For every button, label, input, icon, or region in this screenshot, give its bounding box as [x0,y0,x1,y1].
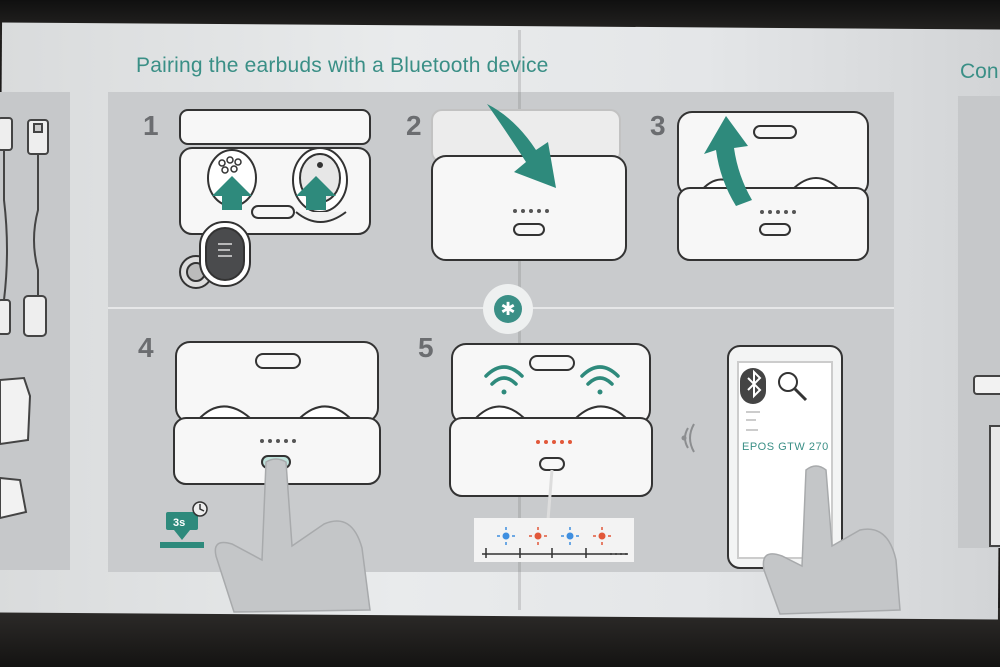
usb-cable-illustration [0,117,49,520]
led-blue-1 [497,527,515,545]
phone-device-name: EPOS GTW 270 [742,441,829,453]
next-section-title: Con [960,60,999,83]
hold-time-label: 3s [173,517,186,529]
led-red-2 [593,527,611,545]
pressing-hand [214,458,371,613]
led-sequence-strip [474,518,634,562]
wifi-signal-icon [484,365,620,395]
step2-illustration [431,109,627,261]
step-number-1: 1 [143,110,159,141]
led-red-1 [529,527,547,545]
arrow-up-icon [704,116,752,206]
tapping-hand [762,465,901,615]
step-number-5: 5 [418,332,434,363]
hold-timer [160,512,204,548]
next-panel-dongle [973,375,1000,547]
step1-illustration [179,109,371,289]
step-number-4: 4 [138,332,154,363]
step-number-3: 3 [650,110,666,141]
step-number-2: 2 [406,110,422,141]
wireless-signal-icon [681,423,695,453]
bluetooth-icon [747,369,762,399]
bluetooth-badge: ✱ [483,284,533,334]
step5-illustration [449,343,653,521]
step3-illustration [677,111,869,261]
clock-icon [192,501,208,517]
arrow-up-icon [212,176,336,210]
arrow-down-icon [487,104,556,188]
page-title: Pairing the earbuds with a Bluetooth dev… [136,54,549,77]
bluetooth-icon: ✱ [494,295,522,323]
step4-illustration [173,341,381,485]
led-blue-2 [561,527,579,545]
